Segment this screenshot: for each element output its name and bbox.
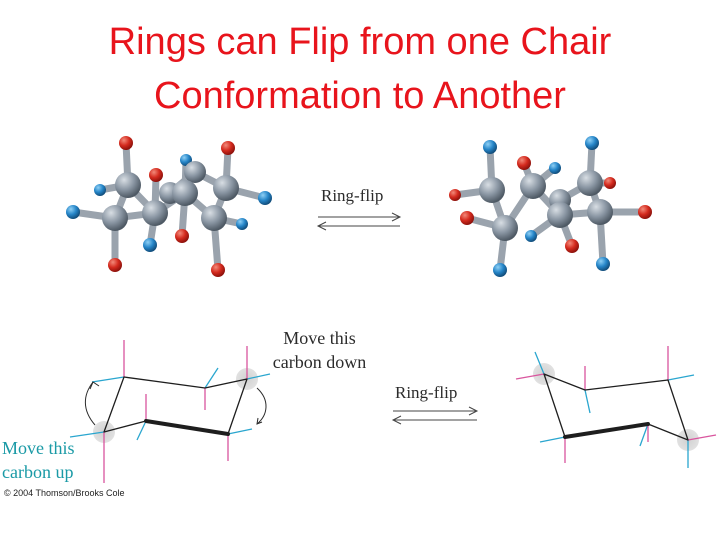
left-chair-model (66, 136, 272, 277)
slide-title-line-2: Conformation to Another (154, 75, 566, 117)
move-carbon-up-label: Move this carbon up (2, 436, 75, 484)
slide-title-line-1: Rings can Flip from one Chair (108, 21, 612, 63)
equilibrium-arrows-top (316, 212, 402, 231)
move-down-line-1: Move this (283, 328, 356, 348)
ring-flip-label-top: Ring-flip (321, 186, 384, 205)
move-up-line-2: carbon up (2, 462, 74, 482)
copyright-credit: © 2004 Thomson/Brooks Cole (4, 488, 125, 498)
move-carbon-down-label: Move this carbon down (262, 326, 377, 374)
move-up-line-1: Move this (2, 438, 75, 458)
right-chair-model (449, 136, 652, 277)
move-down-line-2: carbon down (272, 352, 367, 372)
right-chair-line-drawing (515, 346, 717, 468)
left-chair-line-drawing (69, 340, 271, 483)
equilibrium-arrows-bottom (391, 406, 479, 425)
ring-flip-label-bottom: Ring-flip (395, 383, 458, 402)
